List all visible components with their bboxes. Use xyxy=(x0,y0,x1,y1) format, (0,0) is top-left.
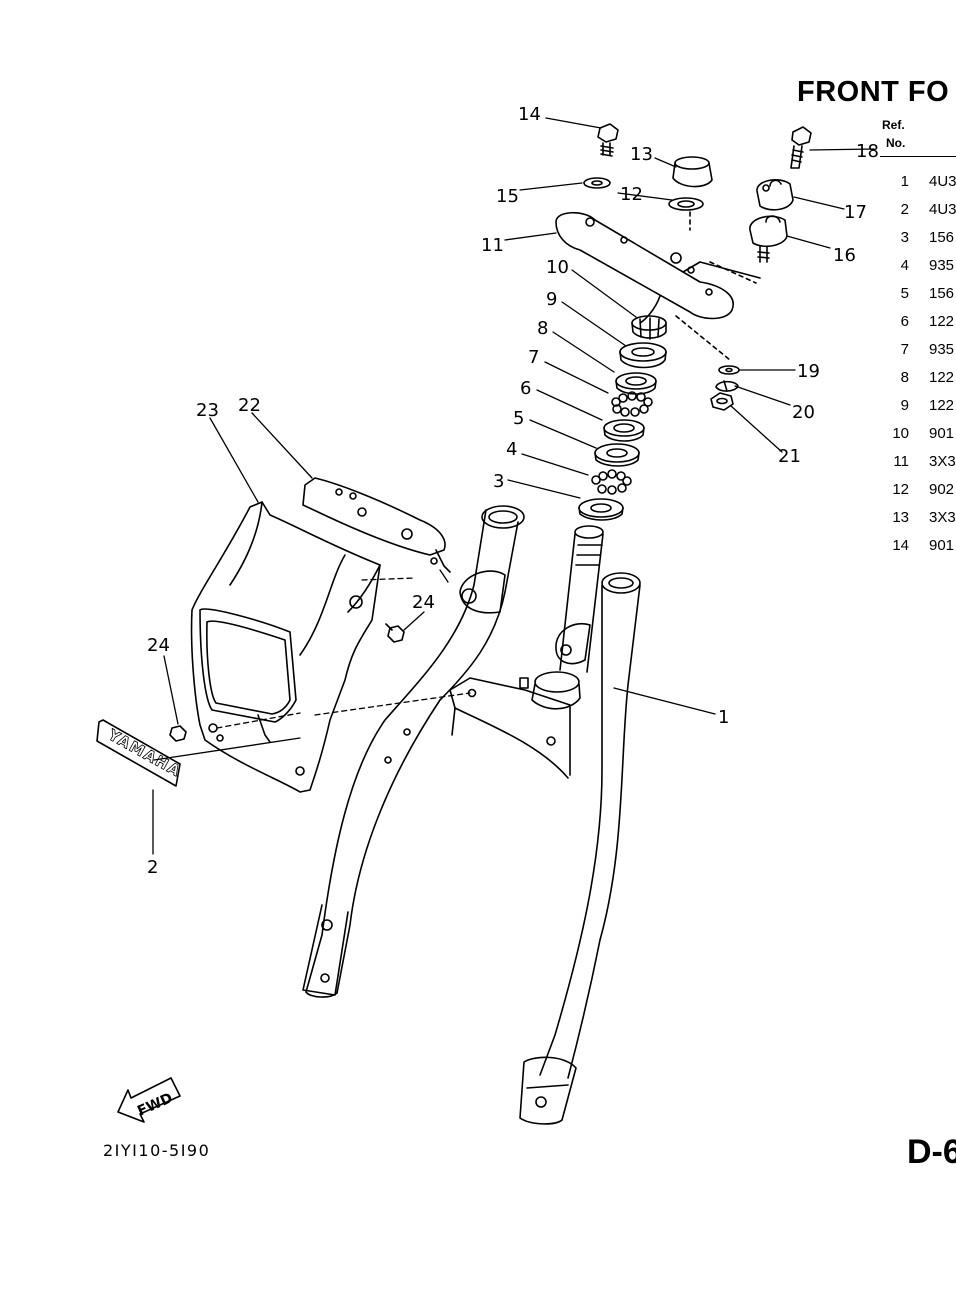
callout-18: 18 xyxy=(856,141,879,162)
leader-lines xyxy=(152,117,875,855)
race-5 xyxy=(594,443,640,467)
headlight-stay xyxy=(302,477,451,573)
header-divider xyxy=(880,156,956,157)
column-header-ref: Ref. xyxy=(882,118,905,132)
row-ref-no: 1 xyxy=(900,173,909,190)
column-header-no: No. xyxy=(886,136,906,150)
cover-9 xyxy=(619,342,667,369)
callout-numbers: 1 2 3 4 5 6 7 8 9 10 11 12 13 14 15 16 1… xyxy=(147,104,879,878)
callout-21: 21 xyxy=(778,446,801,467)
callout-13: 13 xyxy=(630,144,653,165)
race-6 xyxy=(603,419,645,442)
callout-14: 14 xyxy=(518,104,541,125)
row-part-code: 122 xyxy=(929,397,955,414)
row-part-code: 901 xyxy=(929,425,955,442)
handlebar-holders xyxy=(675,126,812,411)
row-ref-no: 2 xyxy=(900,201,909,218)
fwd-label: FWD xyxy=(135,1090,175,1120)
callout-9: 9 xyxy=(546,289,557,310)
row-part-code: 901 xyxy=(929,537,955,554)
page-number: D-6 xyxy=(907,1133,956,1171)
row-part-code: 122 xyxy=(929,369,955,386)
callout-6: 6 xyxy=(520,378,531,399)
ball-bearing-7 xyxy=(611,391,653,417)
fwd-arrow: FWD xyxy=(117,1077,181,1123)
stem-cap xyxy=(672,156,713,188)
row-ref-no: 4 xyxy=(900,257,909,274)
row-ref-no: 11 xyxy=(893,453,909,470)
callout-20: 20 xyxy=(792,402,815,423)
race-3 xyxy=(578,498,624,521)
row-ref-no: 10 xyxy=(892,425,909,442)
callout-2: 2 xyxy=(147,857,158,878)
emblem-text: YAMAHA xyxy=(104,725,184,780)
callout-12: 12 xyxy=(620,184,643,205)
callout-11: 11 xyxy=(481,235,504,256)
callout-15: 15 xyxy=(496,186,519,207)
steering-stack xyxy=(578,123,713,521)
screw-24-right xyxy=(385,623,405,643)
row-part-code: 4U3 xyxy=(929,173,956,190)
row-part-code: 902 xyxy=(929,481,955,498)
row-ref-no: 12 xyxy=(892,481,909,498)
row-ref-no: 5 xyxy=(900,285,909,302)
row-part-code: 4U3 xyxy=(929,201,956,218)
callout-7: 7 xyxy=(528,347,539,368)
screw-24-left xyxy=(169,723,218,742)
callout-1: 1 xyxy=(718,707,729,728)
callout-8: 8 xyxy=(537,318,548,339)
row-ref-no: 3 xyxy=(900,229,909,246)
callout-17: 17 xyxy=(844,202,867,223)
callout-22: 22 xyxy=(238,395,261,416)
washer-15 xyxy=(583,177,611,189)
row-part-code: 156 xyxy=(929,285,955,302)
row-ref-no: 13 xyxy=(892,509,909,526)
row-part-code: 122 xyxy=(929,313,955,330)
headlight-cover xyxy=(190,501,381,793)
upper-bracket xyxy=(555,211,761,324)
flange-bolt-14 xyxy=(597,123,619,157)
callout-10: 10 xyxy=(546,257,569,278)
fork-frame xyxy=(302,505,641,1125)
page-title: FRONT FO xyxy=(797,76,950,108)
callout-23: 23 xyxy=(196,400,219,421)
row-ref-no: 9 xyxy=(900,397,909,414)
row-part-code: 3X3 xyxy=(929,453,956,470)
row-ref-no: 8 xyxy=(900,369,909,386)
callout-24-right: 24 xyxy=(412,592,435,613)
callout-16: 16 xyxy=(833,245,856,266)
callout-19: 19 xyxy=(797,361,820,382)
row-part-code: 935 xyxy=(929,257,955,274)
callout-4: 4 xyxy=(506,439,517,460)
callout-3: 3 xyxy=(493,471,504,492)
ring-nut-10 xyxy=(631,315,667,340)
ball-bearing-4 xyxy=(591,469,632,495)
race-8 xyxy=(615,372,657,395)
row-ref-no: 6 xyxy=(900,313,909,330)
callout-5: 5 xyxy=(513,408,524,429)
row-part-code: 935 xyxy=(929,341,955,358)
row-part-code: 156 xyxy=(929,229,955,246)
row-ref-no: 14 xyxy=(892,537,909,554)
callout-24-left: 24 xyxy=(147,635,170,656)
row-ref-no: 7 xyxy=(900,341,909,358)
row-part-code: 3X3 xyxy=(929,509,956,526)
diagram-code: 2IYI10-5I90 xyxy=(103,1141,211,1160)
washer-12 xyxy=(668,197,704,211)
